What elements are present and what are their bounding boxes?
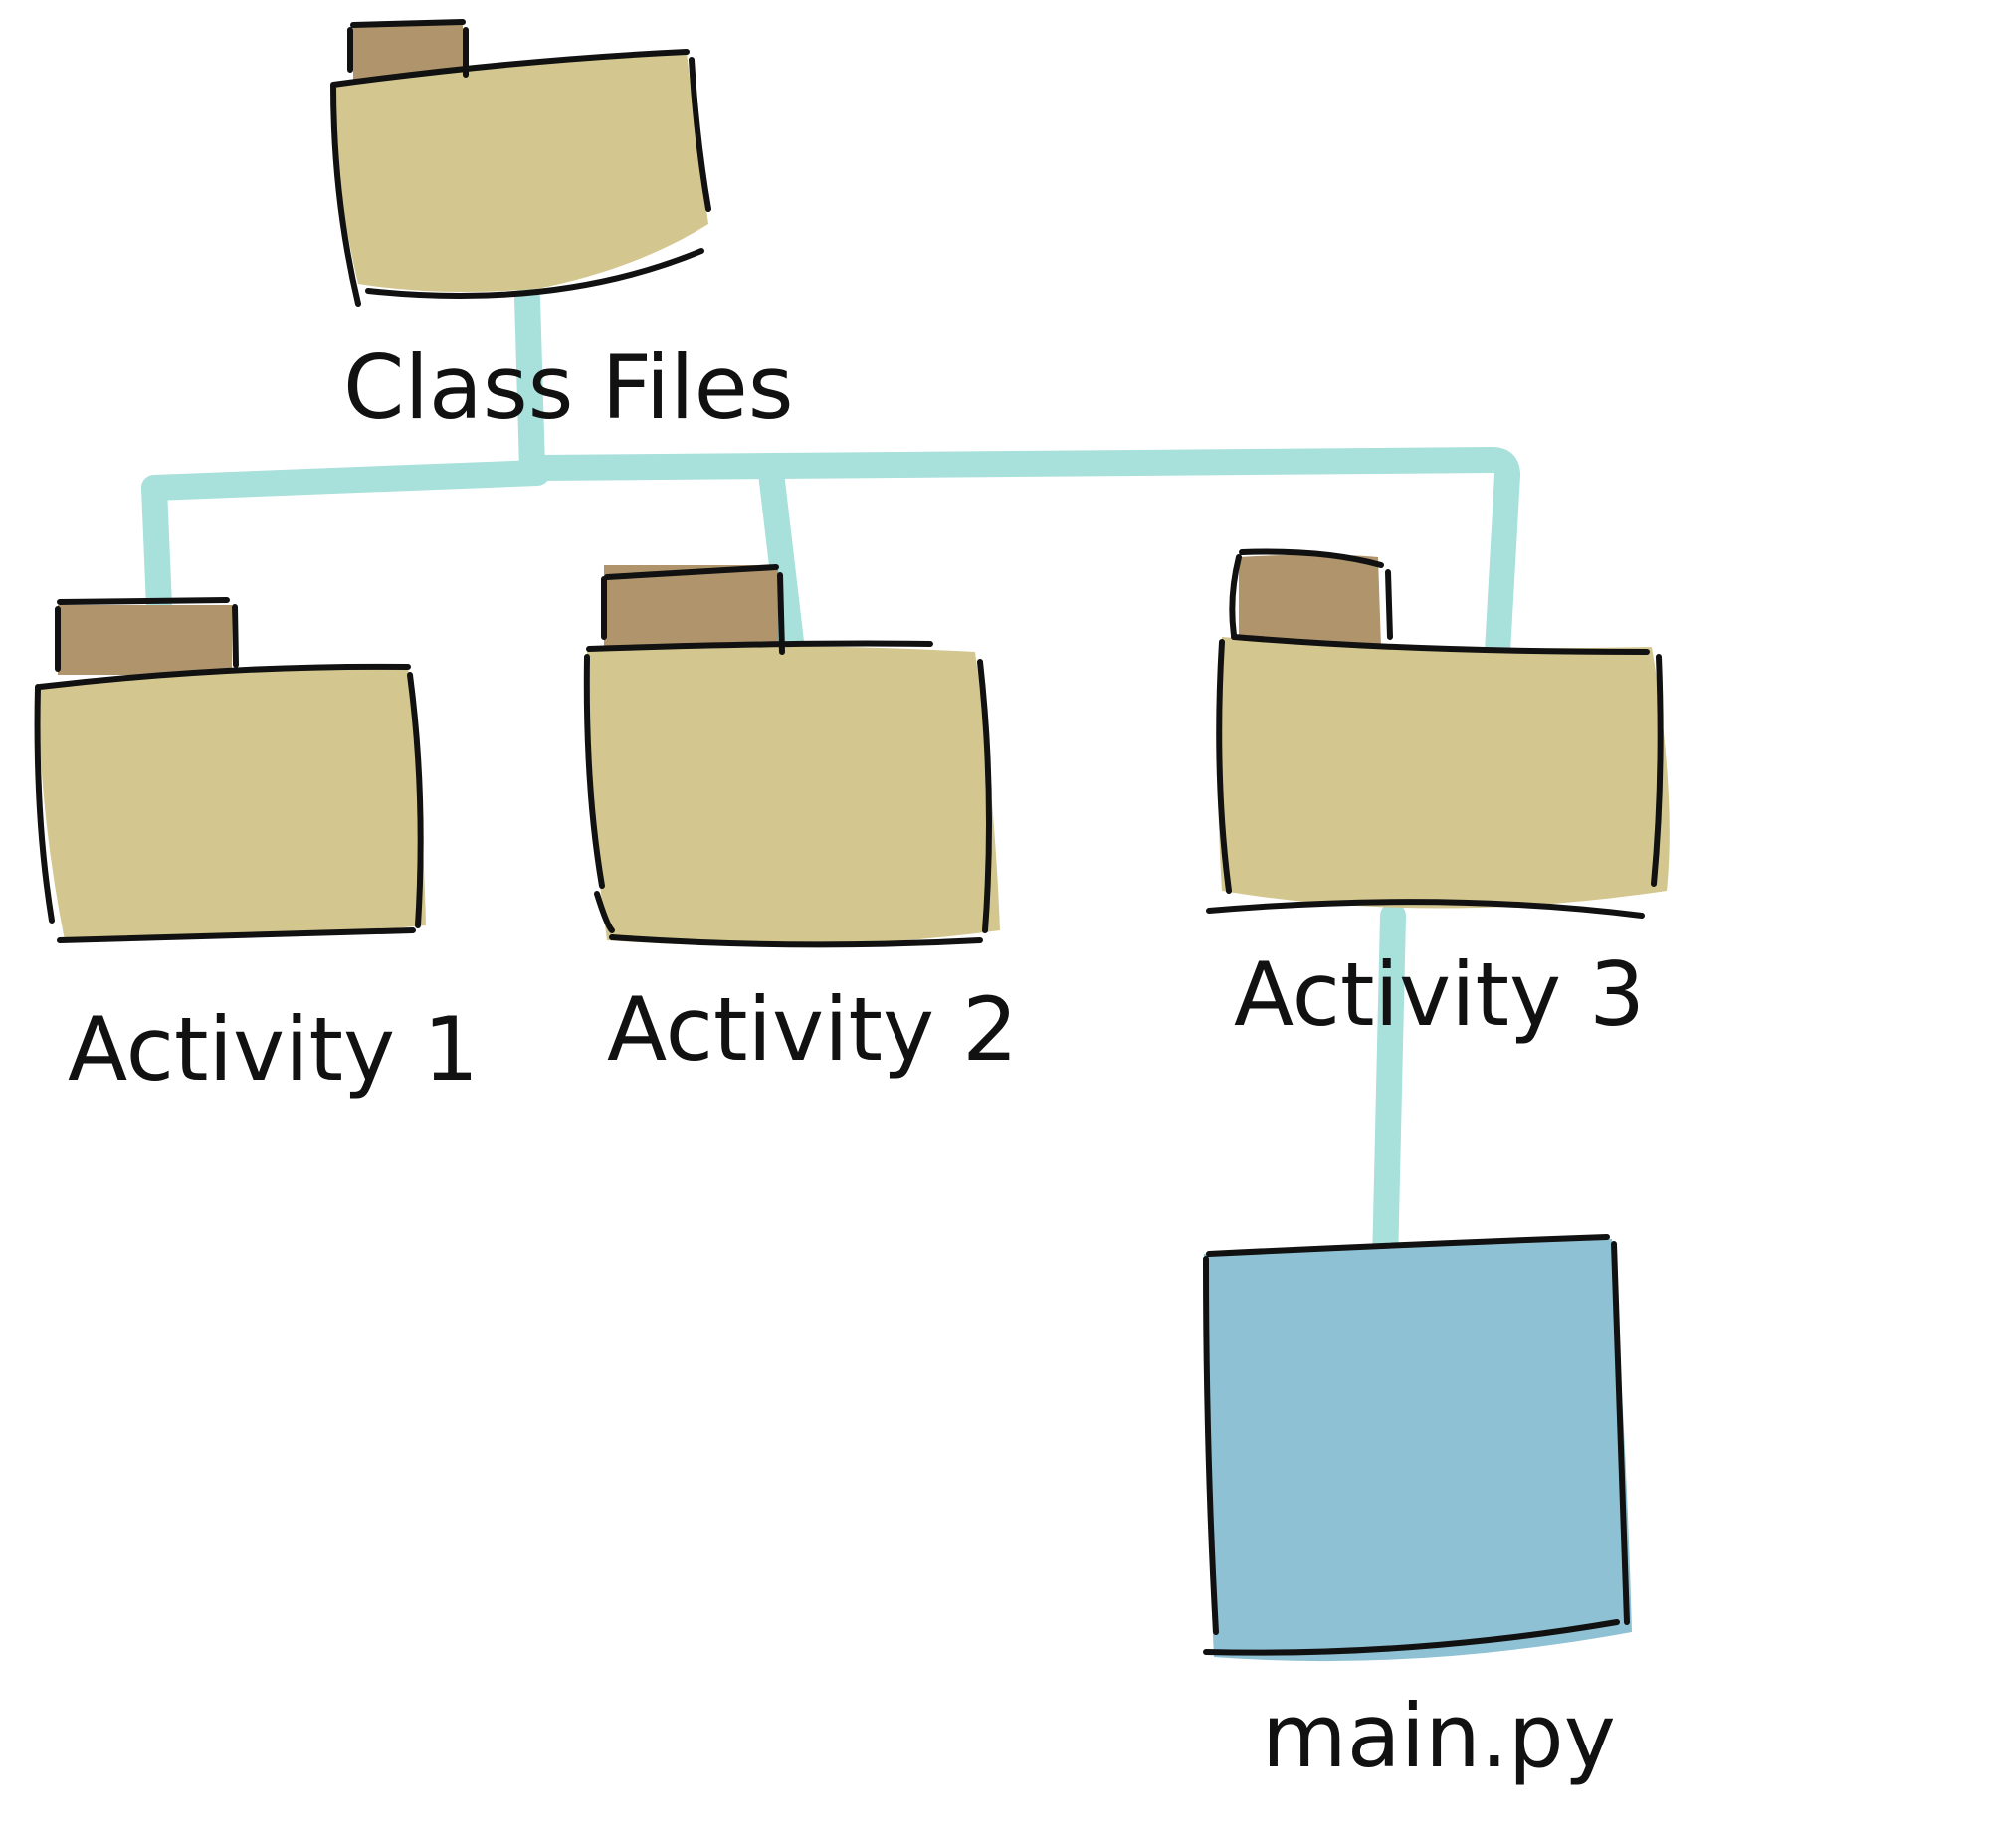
activity-2-folder[interactable]: Activity 2 xyxy=(583,564,1018,1081)
main-py-file[interactable]: main.py xyxy=(1203,1234,1632,1787)
folder-body xyxy=(333,52,708,293)
folder-icon xyxy=(583,564,1000,948)
connector-activity-3-to-main xyxy=(1372,903,1406,1277)
connector-activity-1 xyxy=(141,475,172,620)
folder-icon xyxy=(1206,548,1670,919)
connectors xyxy=(141,286,1520,1277)
folder-body xyxy=(1218,637,1670,909)
folder-body xyxy=(38,666,426,940)
connector-root-trunk xyxy=(514,286,545,481)
connector-horizontal-bar xyxy=(141,460,550,501)
folder-icon xyxy=(34,597,426,943)
connector-horizontal-bar-right xyxy=(524,447,1520,488)
main-py-label: main.py xyxy=(1262,1685,1616,1787)
connector-activity-3 xyxy=(1485,462,1520,665)
activity-3-label: Activity 3 xyxy=(1234,943,1645,1046)
activity-3-folder[interactable]: Activity 3 xyxy=(1206,548,1670,1046)
activity-2-label: Activity 2 xyxy=(607,978,1018,1081)
folder-tab xyxy=(1239,554,1381,647)
activity-1-folder[interactable]: Activity 1 xyxy=(34,597,480,1101)
folder-tab xyxy=(604,565,778,647)
root-folder[interactable]: Class Files xyxy=(330,19,794,439)
file-icon xyxy=(1203,1234,1632,1662)
folder-tab xyxy=(58,605,232,675)
connector-activity-2 xyxy=(758,460,804,655)
folder-icon xyxy=(330,19,711,307)
file-body xyxy=(1204,1239,1632,1662)
folder-body xyxy=(587,646,1000,946)
activity-1-label: Activity 1 xyxy=(68,998,479,1101)
root-folder-label: Class Files xyxy=(343,336,794,439)
